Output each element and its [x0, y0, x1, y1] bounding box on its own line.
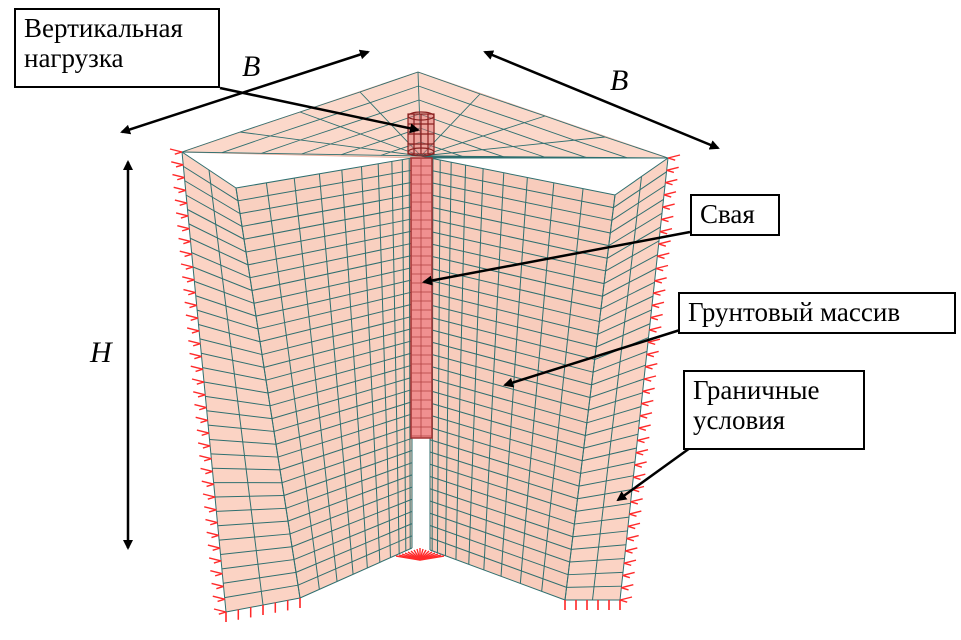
callout-soil-mass: Грунтовый массив: [678, 292, 956, 334]
arrow-pile: [422, 230, 691, 286]
callout-boundary-line1: Граничные: [693, 375, 820, 405]
dimension-b-left: [120, 49, 370, 135]
pile-mesh: [411, 158, 432, 438]
callout-boundary-line2: условия: [693, 405, 786, 435]
callout-boundary: Граничные условия: [683, 370, 865, 450]
pile-head: [407, 111, 435, 157]
callout-vertical-load: Вертикальная нагрузка: [14, 8, 220, 88]
pile: [407, 111, 435, 439]
arrow-soil-mass: [503, 328, 681, 388]
callout-pile: Свая: [690, 194, 780, 236]
callout-vertical-load-line1: Вертикальная: [24, 13, 183, 43]
dimension-b-right-label: B: [610, 64, 629, 97]
arrow-boundary: [616, 446, 691, 502]
pile-shaft: [410, 157, 433, 439]
callout-vertical-load-line2: нагрузка: [24, 43, 124, 73]
dimension-h-label: H: [90, 336, 112, 369]
dimension-b-left-label: B: [242, 50, 261, 83]
soil-left-outer-face: [182, 152, 300, 612]
boundary-constraints: [169, 148, 681, 622]
soil-cut-face-left: [236, 158, 412, 598]
callout-soil-mass-text: Грунтовый массив: [688, 297, 901, 327]
dimension-arrows: [120, 49, 720, 550]
soil-right-outer-face: [565, 158, 668, 600]
callout-pile-text: Свая: [700, 199, 755, 229]
dimension-b-right: [483, 50, 720, 150]
